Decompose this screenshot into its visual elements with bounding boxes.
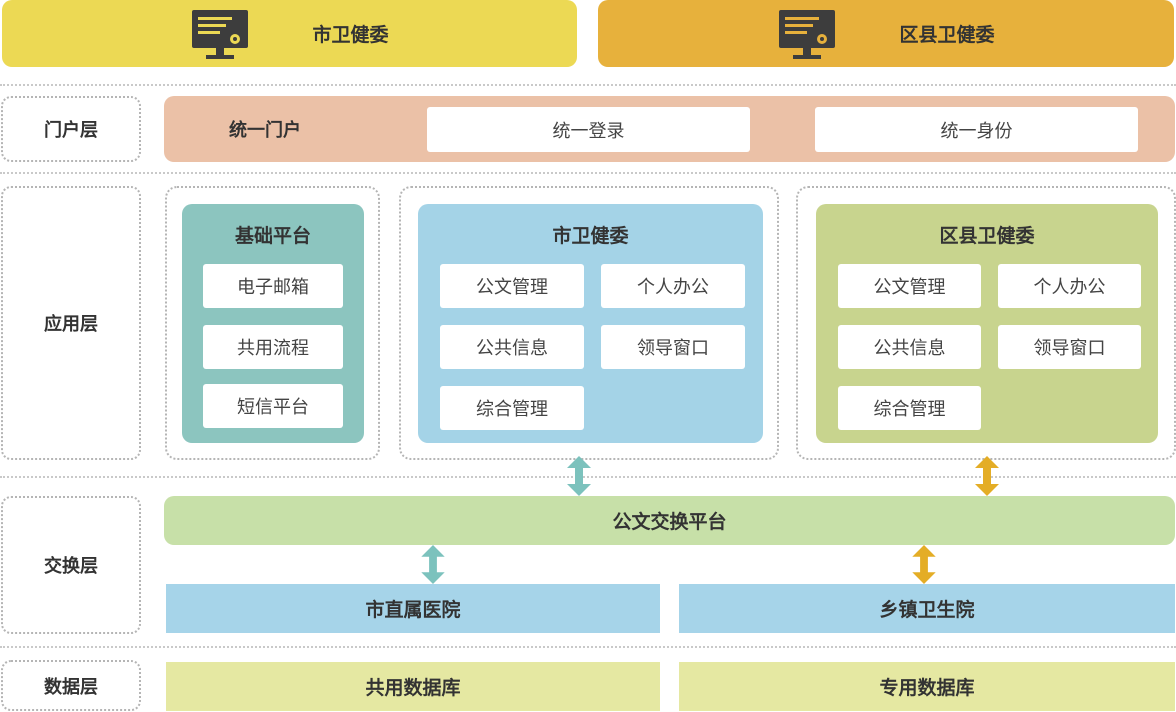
township-health-centers: 乡镇卫生院 <box>679 584 1175 633</box>
layer-label-text: 交换层 <box>44 556 98 577</box>
app-panel-basic-title: 基础平台 <box>234 224 311 247</box>
app-panel-city-title: 市卫健委 <box>552 224 629 247</box>
dedicated-database: 专用数据库 <box>679 662 1175 711</box>
exchange-platform: 公文交换平台 <box>164 496 1175 545</box>
app-item: 共用流程 <box>203 325 343 369</box>
app-item: 领导窗口 <box>998 325 1141 369</box>
shared-database: 共用数据库 <box>166 662 660 711</box>
app-group-city <box>399 186 779 460</box>
double-arrow-icon <box>421 545 445 584</box>
city-hospitals: 市直属医院 <box>166 584 660 633</box>
app-item: 综合管理 <box>440 386 584 430</box>
app-item: 个人办公 <box>601 264 745 308</box>
layer-label-text: 应用层 <box>44 314 98 335</box>
city-banner: 市卫健委 <box>2 0 577 67</box>
layer-label-text: 门户层 <box>44 120 98 141</box>
separator <box>0 172 1176 174</box>
separator <box>0 646 1176 648</box>
county-banner: 区县卫健委 <box>598 0 1174 67</box>
city-banner-title: 市卫健委 <box>312 24 389 46</box>
app-group-basic <box>165 186 380 460</box>
app-item: 领导窗口 <box>601 325 745 369</box>
double-arrow-icon <box>975 456 999 496</box>
app-item: 公文管理 <box>838 264 981 308</box>
layer-label-exchange: 交换层 <box>1 496 141 634</box>
app-item: 电子邮箱 <box>203 264 343 308</box>
layer-label-application: 应用层 <box>1 186 141 460</box>
app-item: 综合管理 <box>838 386 981 430</box>
portal-item-identity: 统一身份 <box>815 107 1138 152</box>
portal-title: 统一门户 <box>229 120 301 141</box>
separator <box>0 476 1176 478</box>
layer-label-portal: 门户层 <box>1 96 141 162</box>
monitor-gear-icon <box>192 9 249 59</box>
double-arrow-icon <box>912 545 936 584</box>
double-arrow-icon <box>567 456 591 496</box>
app-item: 公共信息 <box>440 325 584 369</box>
county-banner-title: 区县卫健委 <box>899 24 995 46</box>
layer-label-text: 数据层 <box>44 676 98 698</box>
app-item: 公共信息 <box>838 325 981 369</box>
layer-label-data: 数据层 <box>1 660 141 711</box>
monitor-gear-icon <box>779 9 836 59</box>
separator <box>0 84 1176 86</box>
app-item: 短信平台 <box>203 384 343 428</box>
portal-item-login: 统一登录 <box>427 107 750 152</box>
app-panel-county-title: 区县卫健委 <box>939 224 1035 247</box>
app-item: 公文管理 <box>440 264 584 308</box>
app-item: 个人办公 <box>998 264 1141 308</box>
